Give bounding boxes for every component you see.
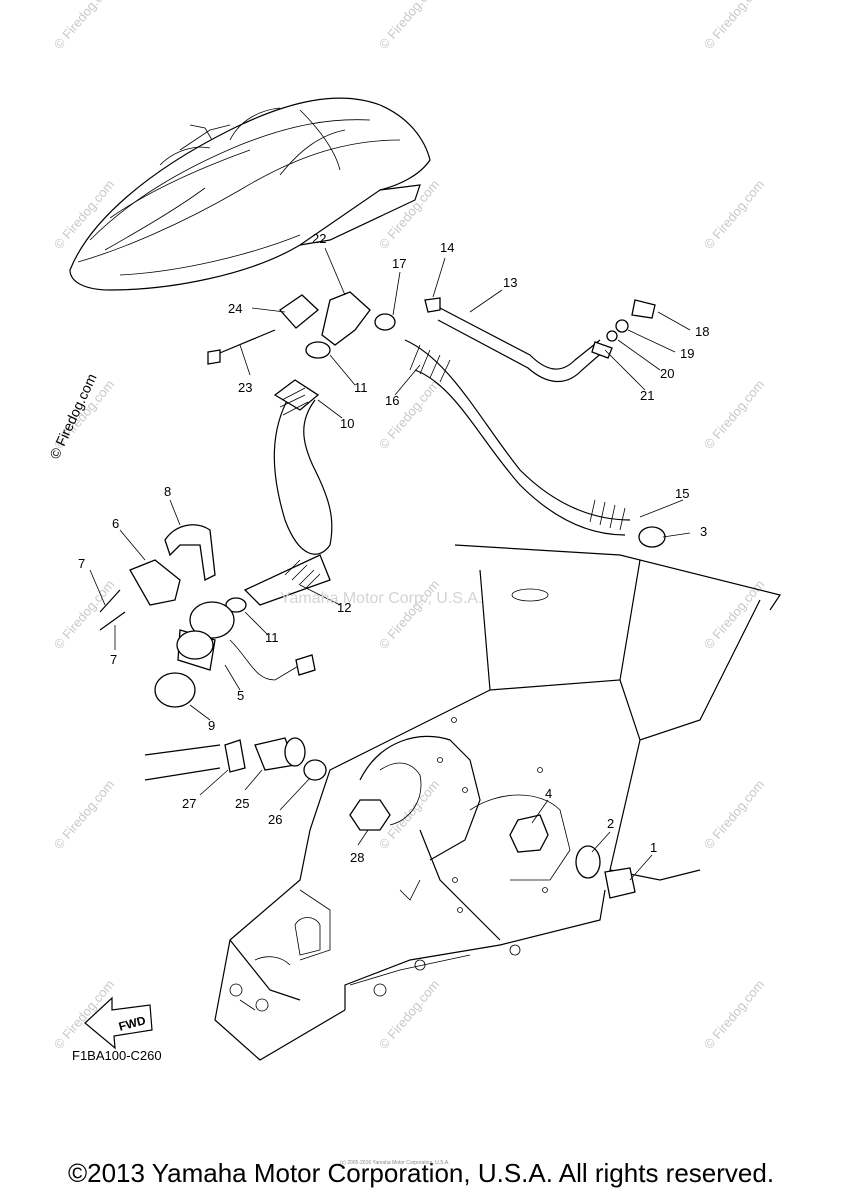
watermark-tile: © Firedog.com [701,177,767,252]
center-watermark: Yamaha Motor Corp., U.S.A. [280,590,482,607]
part-label-3: 3 [700,524,707,539]
part-label-20: 20 [660,366,674,381]
watermark-tile: © Firedog.com [701,777,767,852]
part-label-18: 18 [695,324,709,339]
hoses [144,307,631,781]
part-label-23: 23 [238,380,252,395]
part-label-2: 2 [607,816,614,831]
part-label-7b: 7 [110,652,117,667]
part-label-16: 16 [385,393,399,408]
watermark-tiles: © Firedog.com © Firedog.com © Firedog.com ©… [51,0,767,1052]
part-label-25: 25 [235,796,249,811]
part-label-4: 4 [545,786,552,801]
part-label-10: 10 [340,416,354,431]
watermark-tile: © Firedog.com [51,177,117,252]
watermark-tile: © Firedog.com [51,577,117,652]
watermark-tile: © Firedog.com [701,0,767,52]
part-label-15: 15 [675,486,689,501]
part-label-27: 27 [182,796,196,811]
watermark-tile: © Firedog.com [701,977,767,1052]
part-label-5: 5 [237,688,244,703]
watermark-tile: © Firedog.com [701,377,767,452]
watermark-tile: © Firedog.com [701,577,767,652]
part-label-9: 9 [208,718,215,733]
forward-arrow-icon: FWD [84,996,153,1050]
part-label-22: 22 [312,231,326,246]
part-label-12: 12 [337,600,351,615]
small-copyright-note: (c) 2005-2016 Yamaha Motor Corporation, … [340,1160,450,1166]
part-label-1: 1 [650,840,657,855]
part-label-19: 19 [680,346,694,361]
watermark-tile: © Firedog.com [376,577,442,652]
part-label-7a: 7 [78,556,85,571]
part-labels: 1 2 3 4 5 6 7 7 8 9 10 11 11 12 13 14 15… [78,231,709,865]
part-label-11a: 11 [354,380,368,395]
watermark-tile: © Firedog.com [376,377,442,452]
watermark-tile: © Firedog.com [51,0,117,52]
watercraft-illustration [69,97,431,291]
part-label-17: 17 [392,256,406,271]
part-label-11b: 11 [265,630,279,645]
part-label-14: 14 [440,240,454,255]
watermark-tile: © Firedog.com [51,977,117,1052]
copyright-notice: ©2013 Yamaha Motor Corporation, U.S.A. A… [67,1158,775,1188]
fwd-label: FWD [117,1013,147,1034]
leader-lines [89,247,691,881]
small-parts [99,291,666,899]
part-label-6: 6 [112,516,119,531]
part-label-24: 24 [228,301,242,316]
part-label-13: 13 [503,275,517,290]
part-label-8: 8 [164,484,171,499]
watermark-tile: © Firedog.com [376,0,442,52]
watermark-tile: © Firedog.com [51,777,117,852]
part-label-21: 21 [640,388,654,403]
part-label-26: 26 [268,812,282,827]
hull-structure [214,544,781,1061]
part-label-28: 28 [350,850,364,865]
diagram-code: F1BA100-C260 [72,1048,162,1063]
